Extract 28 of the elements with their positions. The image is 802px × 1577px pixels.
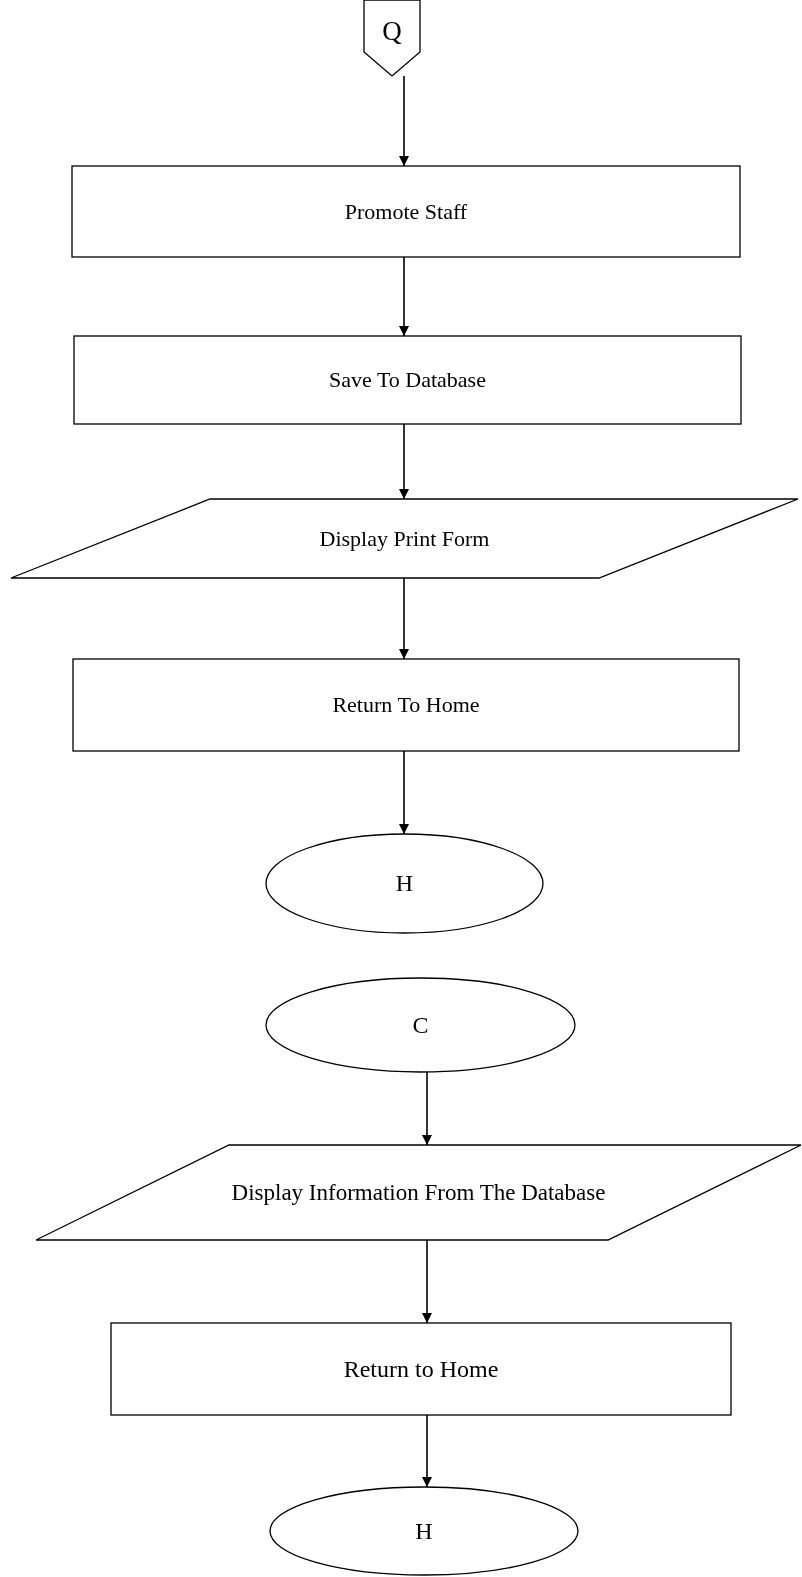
terminal-ellipse: [266, 978, 575, 1072]
node-label: Return to Home: [343, 1355, 499, 1383]
node-label: Return To Home: [332, 692, 480, 718]
arrow: [422, 1239, 432, 1324]
node-label: H: [415, 1517, 433, 1545]
node-label: Save To Database: [329, 367, 486, 393]
arrow: [422, 1414, 432, 1488]
arrow: [399, 423, 409, 500]
arrow: [399, 750, 409, 835]
node-label: Display Information From The Database: [230, 1179, 607, 1206]
terminal-ellipse: [266, 834, 543, 933]
arrow: [399, 75, 409, 167]
node-label: C: [412, 1011, 429, 1039]
off-page-connector: [364, 0, 420, 76]
node-label: Q: [382, 15, 402, 47]
arrow: [422, 1071, 432, 1146]
input-output-parallelogram: [11, 499, 798, 578]
process-box: [74, 336, 741, 424]
process-box: [72, 166, 740, 257]
node-label: Promote Staff: [344, 198, 468, 225]
process-box: [73, 659, 739, 751]
terminal-ellipse: [270, 1487, 578, 1575]
arrow: [399, 256, 409, 337]
input-output-parallelogram: [36, 1145, 801, 1240]
node-label: Display Print Form: [319, 525, 490, 552]
process-box: [111, 1323, 731, 1415]
arrow: [399, 577, 409, 660]
node-label: H: [395, 870, 414, 897]
